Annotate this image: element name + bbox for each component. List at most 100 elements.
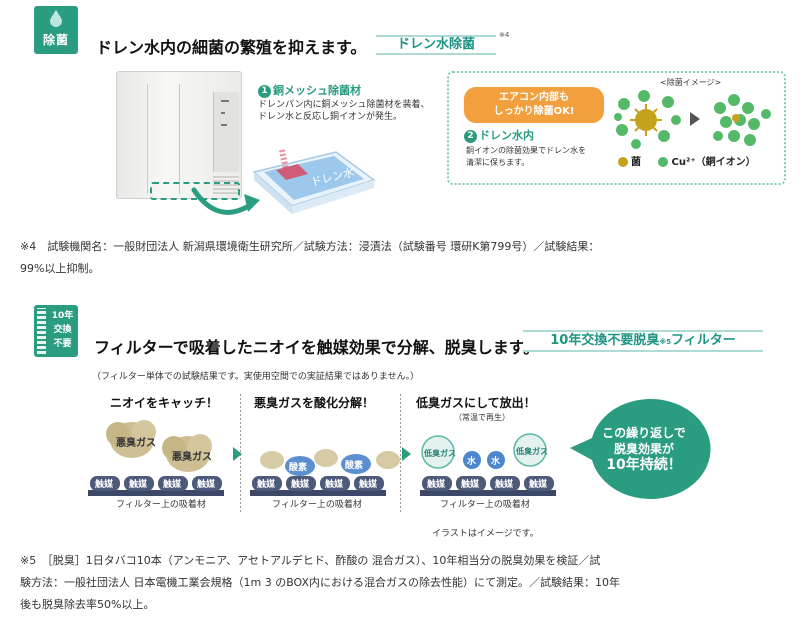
bubble-line1: この繰り返しで [602,426,686,440]
water-drop-icon [50,10,62,27]
badge2-line3: 不要 [53,339,72,349]
oxygen-label: 酸素 [345,459,363,471]
section2-headline: フィルターで吸着したニオイを触媒効果で分解、脱臭します。 [94,338,540,357]
legend-germ-label: 菌 [631,157,641,168]
catalyst-chip [192,476,222,491]
bad-gas-cloud-icon: 悪臭ガス [162,434,212,472]
bubble-line2: 脱臭効果が [613,442,674,456]
catalyst-label: 触媒 [290,478,310,490]
catalyst-chip [286,476,316,491]
catalyst-chip [490,476,520,491]
low-gas-label: 低臭ガス [423,448,456,458]
illustration-note: イラストはイメージです。 [432,529,539,539]
oxygen-bubble-icon: 酸素 [341,454,371,474]
sterilize-badge-label: 除菌 [42,33,69,47]
catalyst-chip [158,476,188,491]
gas-puff-icon [260,449,400,469]
panel-arrow-icon [402,447,411,461]
bubble-message: この繰り返しで 脱臭効果が 10年持続！ [584,425,704,473]
speech-bubble-icon [570,399,711,499]
catalyst-chip [354,476,384,491]
catalyst-chip [90,476,120,491]
panel3-title: 低臭ガスにして放出！ [416,396,536,410]
item1-desc-line1: ドレンパン内に銅メッシュ除菌材を装着、 [258,100,430,110]
filter-base [420,490,556,496]
catalyst-strips: 触媒触媒触媒触媒触媒触媒触媒触媒触媒触媒触媒触媒 [88,476,556,496]
footnote5-line2: 験方法：一般社団法人 日本電機工業会規格（1m 3 のBOX内における混合ガスの… [20,576,621,589]
catalyst-chip [524,476,554,491]
panel1-caption: フィルター上の吸着材 [116,500,206,510]
tag2-text-b: フィルター [671,333,736,348]
catalyst-chip [456,476,486,491]
tag2-note: ※5 [659,338,672,346]
sterilize-image-caption: <除菌イメージ> [660,78,722,87]
low-gas-bubble-icon: 低臭ガス [513,433,548,467]
drain-sterilize-tag: ドレン水除菌 [376,35,496,55]
water-bubble-icon: 水 [487,451,505,469]
panel1-title: ニオイをキャッチ！ [110,396,219,410]
item2-desc-line2: 清潔に保ちます。 [466,158,530,167]
catalyst-chip [422,476,452,491]
sterilize-badge: 除菌 [34,6,78,54]
item2-number: 2 [464,129,477,143]
drain-pan-highlight [150,182,240,200]
footnote4-line1: ※4 試験機関名：一般財団法人 新潟県環境衛生研究所／試験方法：浸漬法（試験番号… [20,240,600,253]
germ-legend-icon [618,157,628,167]
catalyst-label: 触媒 [494,478,514,490]
item1-description: ドレンパン内に銅メッシュ除菌材を装着、 ドレン水と反応し銅イオンが発生。 [258,99,429,123]
callout-line1: エアコン内部も [499,92,569,103]
footnote5-line3: 後も脱臭除去率50%以上。 [20,598,155,611]
filter-base [250,490,386,496]
germ-legend: 菌 Cu²⁺（銅イオン） [618,153,756,168]
catalyst-label: 触媒 [460,478,480,490]
catalyst-chip [252,476,282,491]
sterilize-explanation-box [447,71,786,185]
air-conditioner-illustration [116,71,242,199]
footnote5-line1: ※5 ［脱臭］1日タバコ10本（アンモニア、アセトアルデヒド、酢酸の 混合ガス）… [20,554,601,567]
callout-pill: エアコン内部も しっかり除菌OK! [464,87,604,123]
ion-legend-icon [658,157,669,167]
badge2-line2: 交換 [53,325,72,335]
item1-desc-line2: ドレン水と反応し銅イオンが発生。 [258,112,403,122]
catalyst-label: 触媒 [426,478,446,490]
filter-base [88,490,224,496]
deodorize-process-illustration: 悪臭ガス 悪臭ガス 酸素 酸素 低臭ガス 低臭ガス 水 水 触媒 触媒 触媒 触媒 触媒… [88,420,556,496]
catalyst-label: 触媒 [128,478,148,490]
panel-arrow-icon [233,447,242,461]
water-label: 水 [467,455,477,467]
item1-number: 1 [258,84,271,98]
bad-gas-label: 悪臭ガス [172,450,212,463]
germ-icon [630,104,662,136]
bad-gas-cloud-icon: 悪臭ガス [106,420,156,458]
catalyst-chip [320,476,350,491]
test-disclaimer: （フィルター単体での試験結果です。実使用空間での実証結果ではありません。） [92,372,420,382]
oxygen-label: 酸素 [289,461,307,473]
catalyst-label: 触媒 [94,478,114,490]
catalyst-label: 触媒 [256,478,276,490]
footnote4-line2: 99%以上抑制。 [20,262,100,275]
section1-headline: ドレン水内の細菌の繁殖を抑えます。 [96,38,367,57]
panel3-subtitle: （常温で再生） [454,413,510,422]
catalyst-label: 触媒 [162,478,182,490]
catalyst-label: 触媒 [528,478,548,490]
water-bubble-icon: 水 [463,451,481,469]
legend-ion-label: Cu²⁺（銅イオン） [671,157,756,168]
curved-arrow-icon [191,187,260,215]
low-gas-bubble-icon: 低臭ガス [421,435,456,469]
catalyst-label: 触媒 [324,478,344,490]
item2-title-text: ドレン水内 [479,129,534,142]
item1-title-text: 銅メッシュ除菌材 [273,84,361,97]
low-gas-label: 低臭ガス [515,446,548,456]
ten-year-badge: 10年 交換 不要 [34,305,78,357]
callout-line2: しっかり除菌OK! [493,106,575,117]
water-label: 水 [491,455,501,467]
catalyst-label: 触媒 [196,478,216,490]
panel-divider [400,394,401,512]
bad-gas-label: 悪臭ガス [116,436,156,449]
oxygen-bubble-icon: 酸素 [285,456,315,476]
item2-description: 銅イオンの除菌効果でドレン水を 清潔に保ちます。 [466,145,586,169]
calendar-icon [37,308,46,354]
item2-desc-line1: 銅イオンの除菌効果でドレン水を [466,146,586,155]
